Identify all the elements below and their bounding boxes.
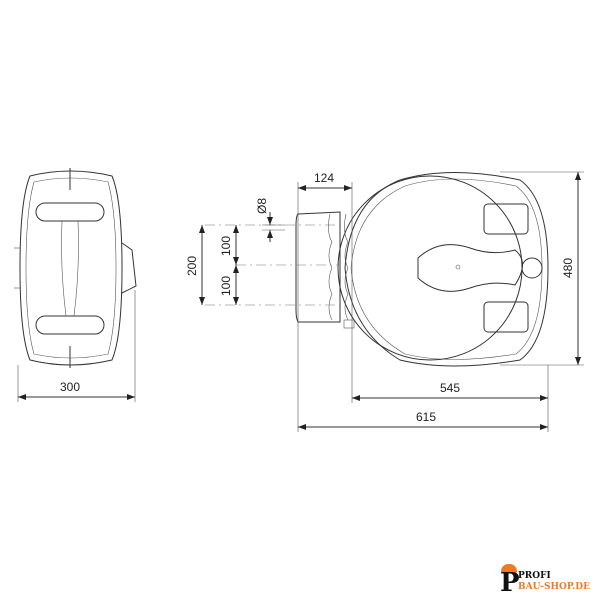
logo-line1: PROFI	[518, 571, 551, 581]
dim-side-width: 300	[60, 380, 80, 394]
dim-hole-diameter: Ø8	[255, 198, 269, 214]
wall-bracket	[295, 211, 341, 323]
top-handle	[35, 202, 105, 222]
dim-body-width: 545	[440, 381, 460, 395]
dim-hole-spacing-total: 200	[185, 256, 199, 276]
bottom-handle	[35, 315, 105, 335]
dim-hole-spacing-upper: 100	[219, 236, 233, 256]
side-view: 300	[14, 168, 137, 402]
front-view: 124 545 615 480 200 100 100 Ø8	[185, 171, 584, 432]
dim-hole-spacing-lower: 100	[219, 276, 233, 296]
brand-logo: P PROFI BAU-SHOP.DE	[500, 562, 600, 598]
dim-total-width: 615	[416, 410, 436, 424]
logo-line2: BAU-SHOP.DE	[518, 582, 590, 592]
hard-hat-icon	[501, 564, 517, 573]
dim-height: 480	[561, 258, 575, 278]
dim-bracket-depth: 124	[314, 171, 334, 185]
center-hub	[417, 244, 523, 292]
